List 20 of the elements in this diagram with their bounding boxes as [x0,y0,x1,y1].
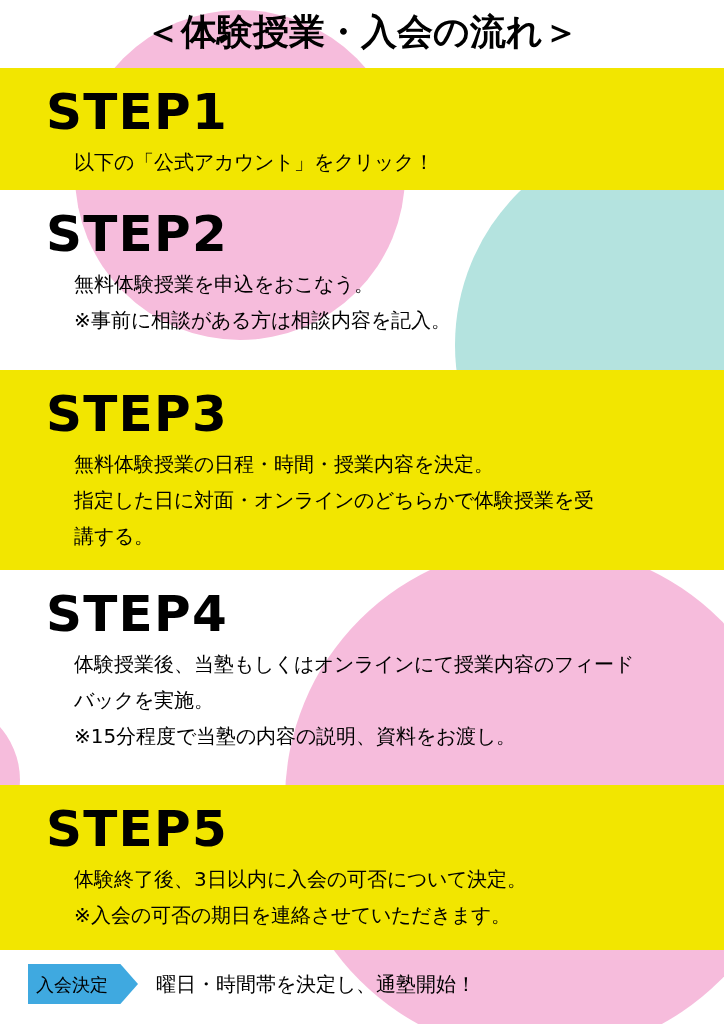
step-text: ※15分程度で当塾の内容の説明、資料をお渡し。 [74,723,518,750]
step-text: 指定した日に対面・オンラインのどちらかで体験授業を受講する。 [74,487,595,550]
step-heading: STEP5 [46,799,229,859]
arrow-tag: 入会決定 [28,964,138,1004]
step-band [0,785,724,950]
step-text: 無料体験授業の日程・時間・授業内容を決定。 [74,451,495,478]
step-text: 以下の「公式アカウント」をクリック！ [74,149,435,176]
step-text: ※入会の可否の期日を連絡させていただきます。 [74,902,512,929]
step-band [0,370,724,570]
step-text: ※事前に相談がある方は相談内容を記入。 [74,307,452,334]
next-step-text: 曜日・時間帯を決定し、通塾開始！ [156,971,476,998]
step-band [0,68,724,190]
step-heading: STEP3 [46,384,229,444]
step-text: 無料体験授業を申込をおこなう。 [74,271,375,298]
title: ＜体験授業・入会の流れ＞ [144,10,580,54]
step-heading: STEP2 [46,204,229,264]
step-heading: STEP4 [46,584,229,644]
step-text: 体験終了後、3日以内に入会の可否について決定。 [74,866,528,893]
step-heading: STEP1 [46,82,229,142]
step-text: 体験授業後、当塾もしくはオンラインにて授業内容のフィードバックを実施。 [74,651,635,714]
